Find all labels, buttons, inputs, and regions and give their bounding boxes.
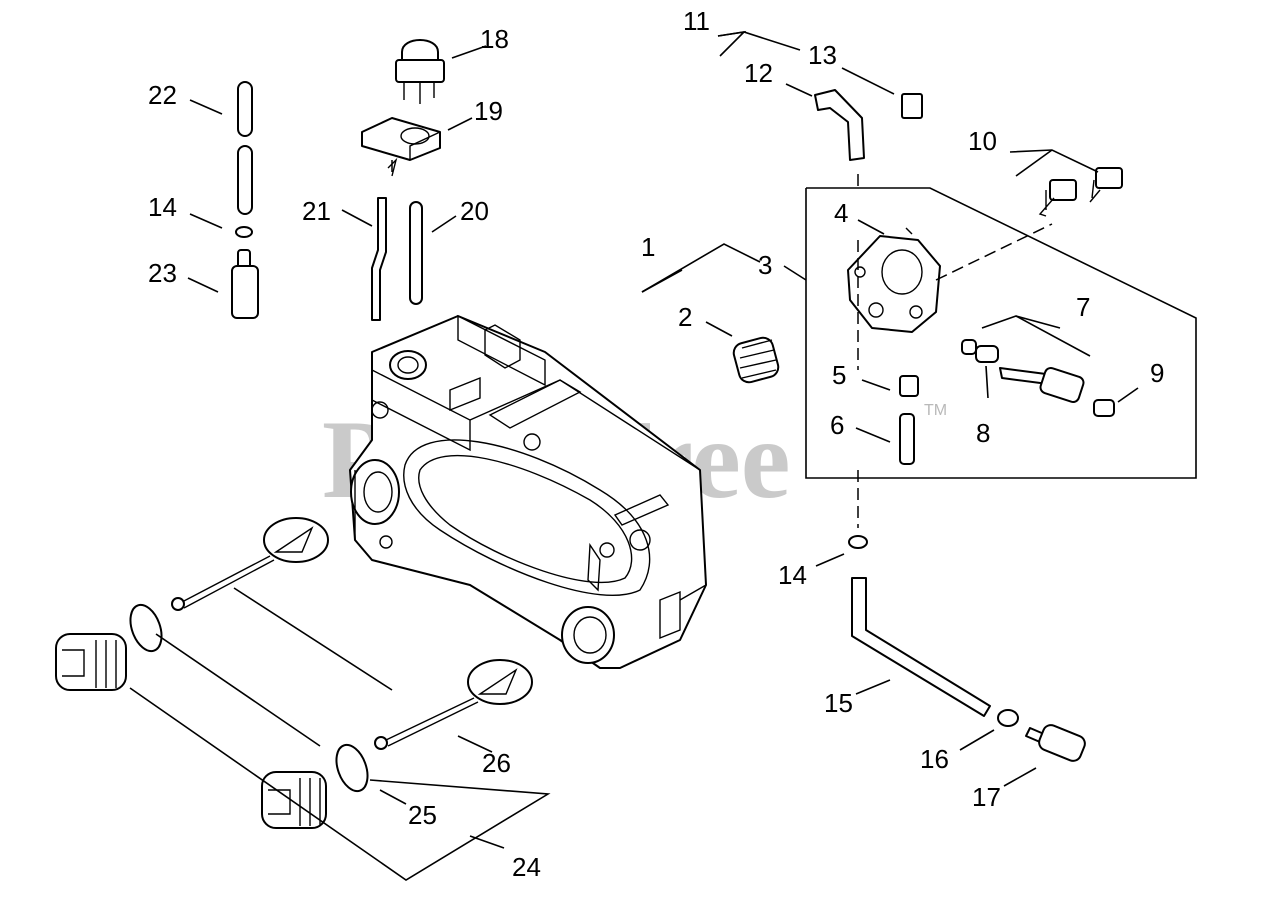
callout-7: 7 bbox=[1076, 292, 1090, 322]
plunger-6 bbox=[899, 413, 915, 465]
worm-gear bbox=[732, 336, 780, 384]
pump-shaft-7 bbox=[999, 367, 1085, 403]
watermark-trademark: TM bbox=[924, 402, 947, 419]
leader-lines bbox=[129, 30, 1139, 881]
fuel-filter-23 bbox=[231, 249, 259, 319]
callout-18: 18 bbox=[480, 24, 509, 54]
tube-22 bbox=[237, 81, 253, 215]
callout-1: 1 bbox=[641, 232, 655, 262]
spring-5 bbox=[899, 375, 919, 397]
callout-11: 11 bbox=[683, 6, 710, 36]
oil-hose-12 bbox=[814, 89, 865, 161]
callout-14-right: 14 bbox=[778, 560, 807, 590]
o-ring-25-lower bbox=[335, 743, 369, 793]
oil-pump-assembly-box bbox=[805, 187, 1197, 479]
oil-pipe-15 bbox=[851, 577, 991, 717]
strainer-26-upper bbox=[171, 517, 329, 611]
callout-20: 20 bbox=[460, 196, 489, 226]
o-ring-14-left bbox=[235, 226, 253, 238]
callout-15: 15 bbox=[824, 688, 853, 718]
callout-10: 10 bbox=[968, 126, 997, 156]
callout-13: 13 bbox=[808, 40, 837, 70]
callout-22: 22 bbox=[148, 80, 177, 110]
callout-25: 25 bbox=[408, 800, 437, 830]
cap-7 bbox=[961, 339, 977, 355]
callout-19: 19 bbox=[474, 96, 503, 126]
fuel-tube-left bbox=[371, 197, 387, 321]
callout-16: 16 bbox=[920, 744, 949, 774]
callout-5: 5 bbox=[832, 360, 846, 390]
callout-2: 2 bbox=[678, 302, 692, 332]
callout-9: 9 bbox=[1150, 358, 1164, 388]
screws-10 bbox=[1038, 167, 1123, 217]
o-ring-25-upper bbox=[129, 603, 163, 653]
cap-24-lower bbox=[261, 771, 327, 829]
crankcase-body bbox=[349, 314, 707, 669]
spring-8 bbox=[975, 345, 999, 363]
cap-9 bbox=[1093, 399, 1115, 417]
oil-pump-housing bbox=[847, 227, 941, 333]
primer-bulb bbox=[395, 39, 445, 104]
callout-8: 8 bbox=[976, 418, 990, 448]
callout-24: 24 bbox=[512, 852, 541, 882]
callout-12: 12 bbox=[744, 58, 773, 88]
callout-21: 21 bbox=[302, 196, 331, 226]
callout-numbers: 18 19 20 21 22 14 23 11 13 12 10 4 1 3 2… bbox=[148, 6, 1164, 882]
fitting-17 bbox=[1025, 724, 1086, 762]
pad-13 bbox=[901, 93, 923, 119]
callout-14-left: 14 bbox=[148, 192, 177, 222]
strainer-26-lower bbox=[374, 659, 533, 750]
callout-6: 6 bbox=[830, 410, 844, 440]
callout-26: 26 bbox=[482, 748, 511, 778]
callout-4: 4 bbox=[834, 198, 848, 228]
callout-23: 23 bbox=[148, 258, 177, 288]
centerlines bbox=[391, 160, 1053, 528]
fuel-tube-right bbox=[409, 201, 423, 305]
cap-24-upper bbox=[55, 633, 127, 691]
nut-16 bbox=[997, 709, 1019, 727]
callout-17: 17 bbox=[972, 782, 1001, 812]
primer-plate bbox=[361, 117, 441, 177]
o-ring-14-right bbox=[848, 535, 868, 549]
callout-3: 3 bbox=[758, 250, 772, 280]
